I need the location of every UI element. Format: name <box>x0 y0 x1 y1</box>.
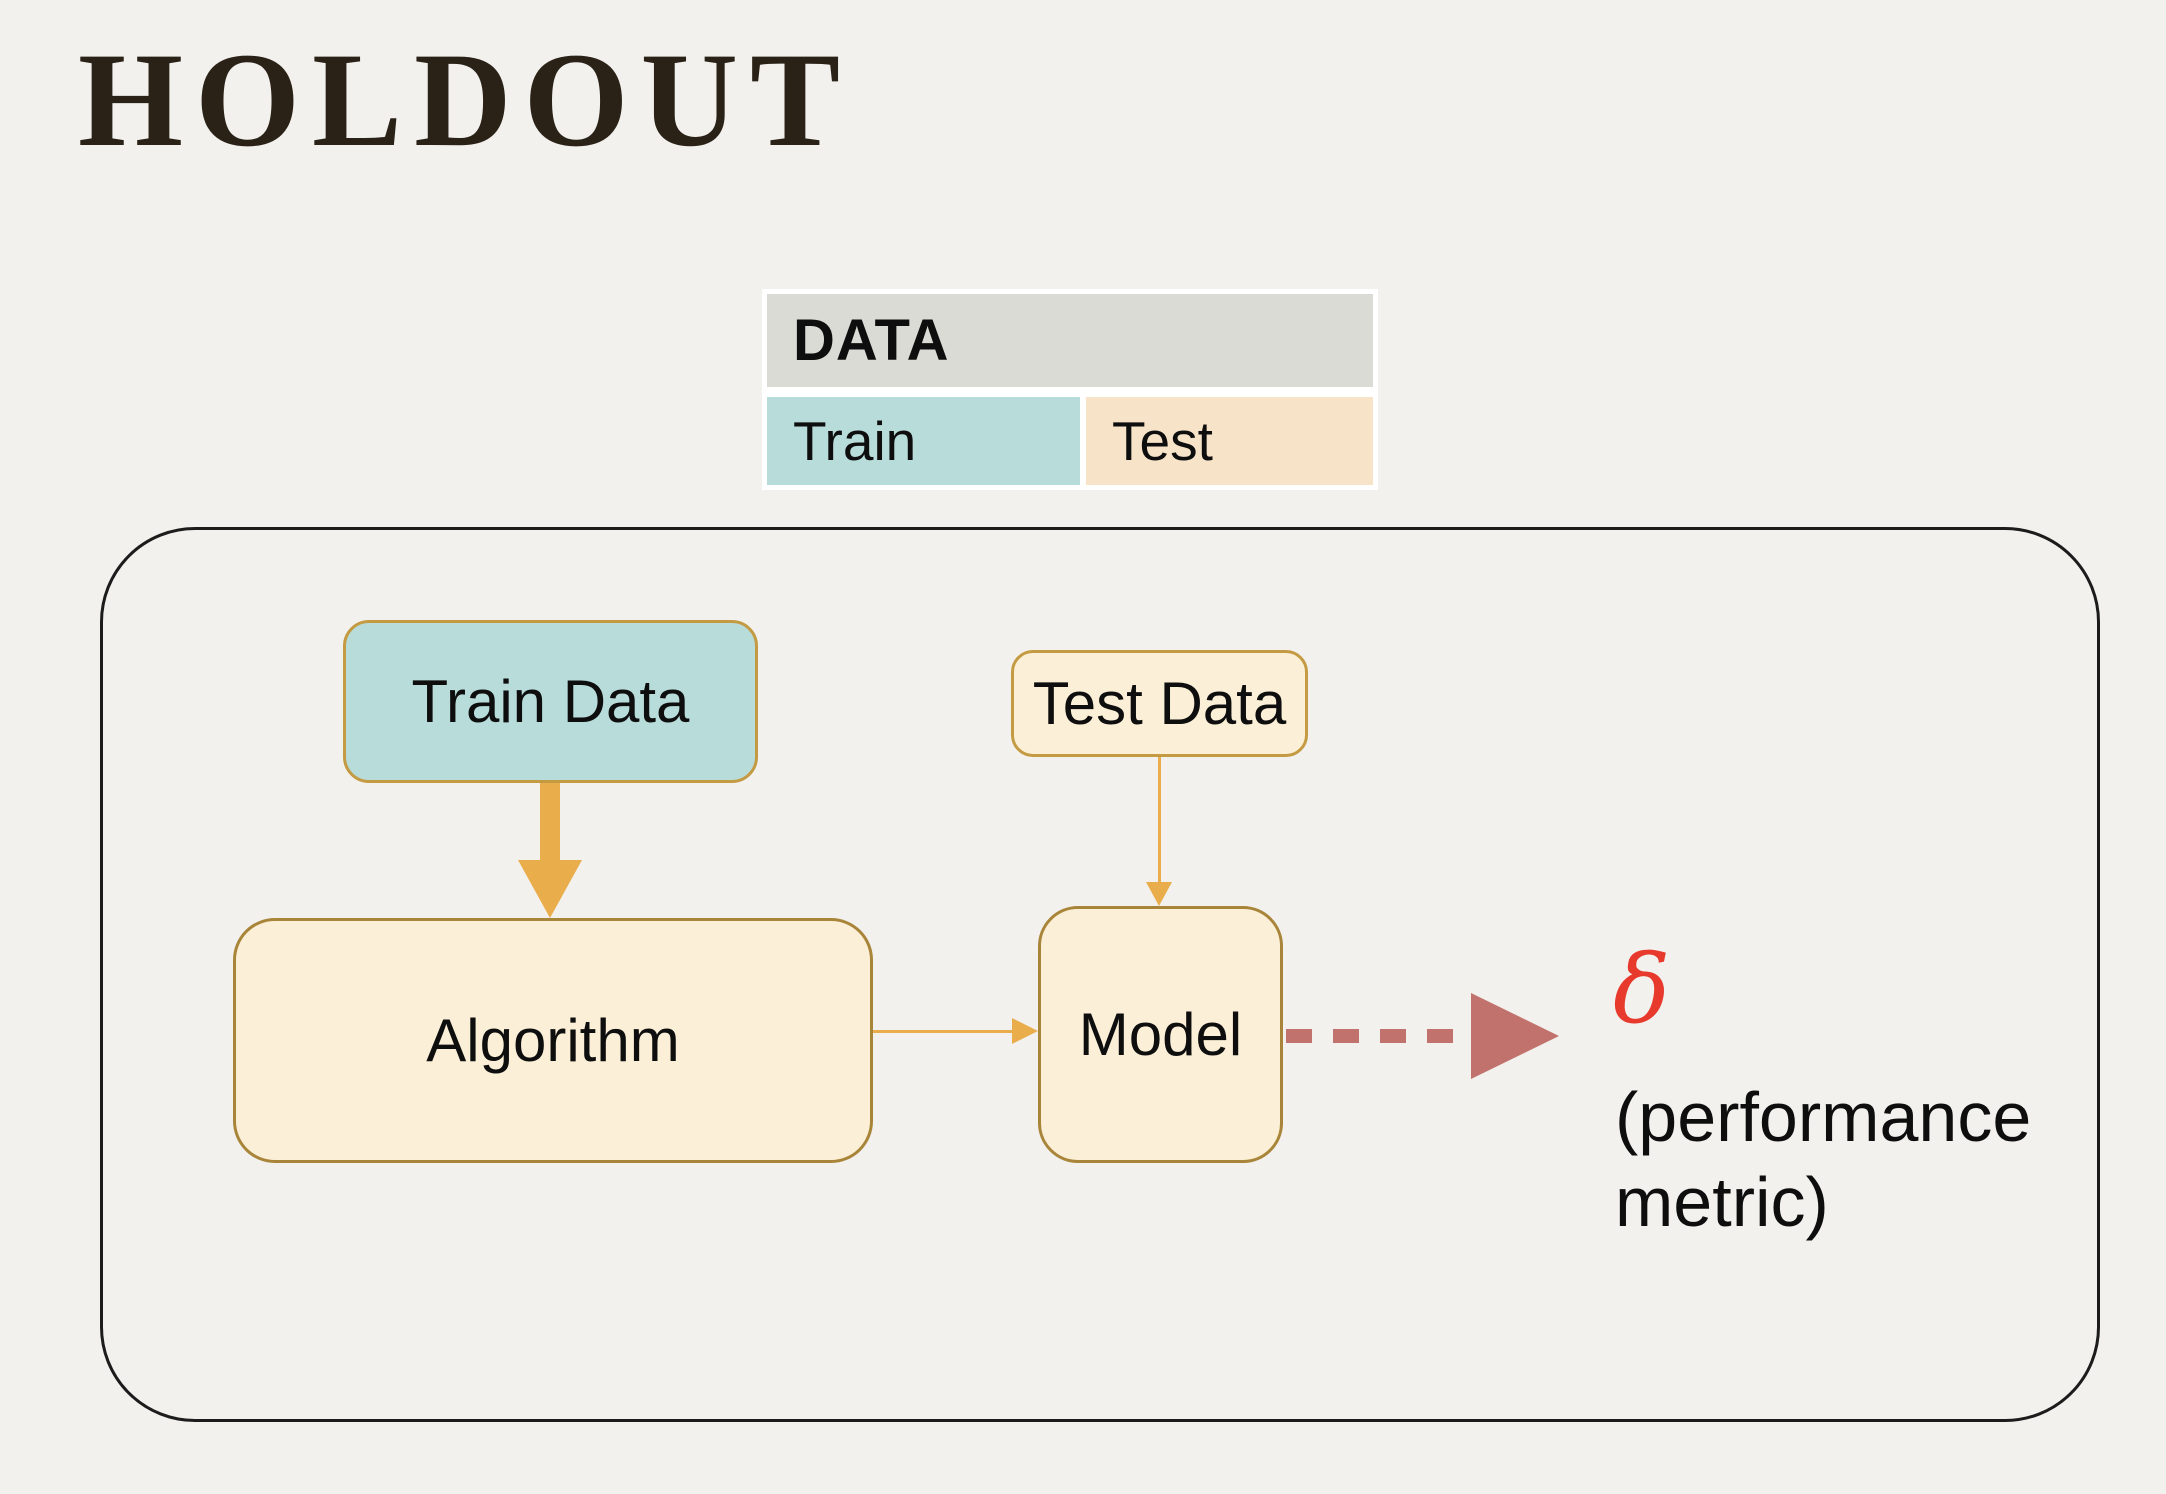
delta-symbol: δ <box>1613 935 1671 1045</box>
test-cell: Test <box>1086 397 1373 485</box>
model-box: Model <box>1038 906 1283 1163</box>
data-table-header: DATA <box>767 294 1373 387</box>
diagram-container: Train Data Test Data Algorithm Model δ (… <box>100 527 2100 1422</box>
model-to-delta-dashed-arrow-head-icon <box>1471 993 1559 1079</box>
algorithm-to-model-arrow-shaft <box>873 1030 1015 1033</box>
test-to-model-arrow-head-icon <box>1146 882 1172 906</box>
train-data-box: Train Data <box>343 620 758 783</box>
page-title: HOLDOUT <box>78 26 853 175</box>
train-cell-label: Train <box>793 410 917 472</box>
algorithm-to-model-arrow-head-icon <box>1012 1018 1038 1044</box>
data-table-row: Train Test <box>767 397 1373 485</box>
train-to-algorithm-arrow-head-icon <box>518 860 582 918</box>
test-to-model-arrow-shaft <box>1158 757 1161 883</box>
train-cell: Train <box>767 397 1080 485</box>
test-data-label: Test Data <box>1032 670 1287 737</box>
test-cell-label: Test <box>1112 410 1213 472</box>
algorithm-label: Algorithm <box>426 1007 680 1074</box>
data-table: DATA Train Test <box>762 289 1378 490</box>
algorithm-box: Algorithm <box>233 918 873 1163</box>
performance-caption: (performance metric) <box>1615 1078 2032 1242</box>
train-to-algorithm-arrow-shaft <box>540 783 560 861</box>
train-data-label: Train Data <box>411 668 690 735</box>
model-label: Model <box>1078 1001 1243 1068</box>
test-data-box: Test Data <box>1011 650 1308 757</box>
model-to-delta-dashed-arrow-shaft <box>1286 1029 1472 1043</box>
